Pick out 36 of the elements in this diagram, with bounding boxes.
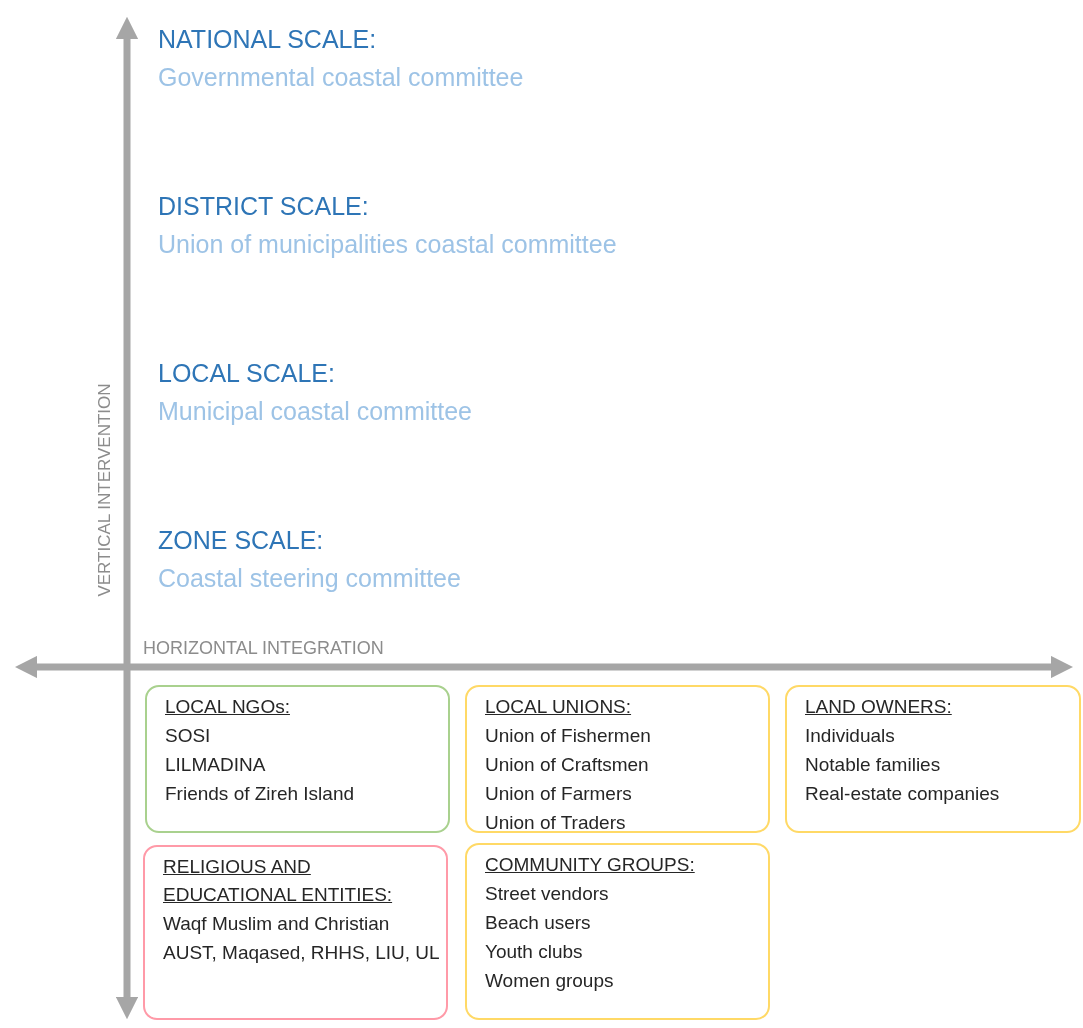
stakeholder-name: Friends of Zireh Island [165,782,356,806]
stakeholder-name: LILMADINA [165,753,267,777]
stakeholder-name: Notable families [805,753,942,777]
stakeholder-name: AUST, Maqased, RHHS, LIU, UL [163,941,438,965]
stakeholder-name: Street vendors [485,882,610,906]
stakeholder-name: Real-estate companies [805,782,1001,806]
stakeholder-box [465,843,770,1020]
group-heading: LOCAL NGOs: [165,695,291,719]
stakeholder-name: Women groups [485,969,615,993]
group-heading: COMMUNITY GROUPS: [485,853,696,877]
group-heading: RELIGIOUS AND EDUCATIONAL ENTITIES: [163,855,394,907]
stakeholder-name: Union of Traders [485,811,627,835]
stakeholder-name: Union of Fishermen [485,724,652,748]
axis-label: HORIZONTAL INTEGRATION [143,638,384,659]
scale-heading: DISTRICT SCALE: [158,192,369,221]
stakeholder-name: Individuals [805,724,896,748]
group-heading: LOCAL UNIONS: [485,695,633,719]
stakeholder-name: Youth clubs [485,940,584,964]
stakeholder-name: SOSI [165,724,212,748]
scale-heading: NATIONAL SCALE: [158,25,377,54]
scale-heading: ZONE SCALE: [158,526,324,555]
stakeholder-name: Beach users [485,911,592,935]
committee-name: Union of municipalities coastal committee [158,230,617,259]
axis-label: VERTICAL INTERVENTION [95,383,115,597]
committee-name: Coastal steering committee [158,564,461,593]
stakeholder-box [143,845,448,1020]
stakeholder-box [785,685,1081,833]
scale-heading: LOCAL SCALE: [158,359,335,388]
stakeholder-name: Union of Craftsmen [485,753,650,777]
stakeholder-name: Union of Farmers [485,782,633,806]
stakeholder-box [145,685,450,833]
committee-name: Municipal coastal committee [158,397,472,426]
stakeholder-name: Waqf Muslim and Christian [163,912,391,936]
group-heading: LAND OWNERS: [805,695,953,719]
committee-name: Governmental coastal committee [158,63,524,92]
stakeholder-box [465,685,770,833]
